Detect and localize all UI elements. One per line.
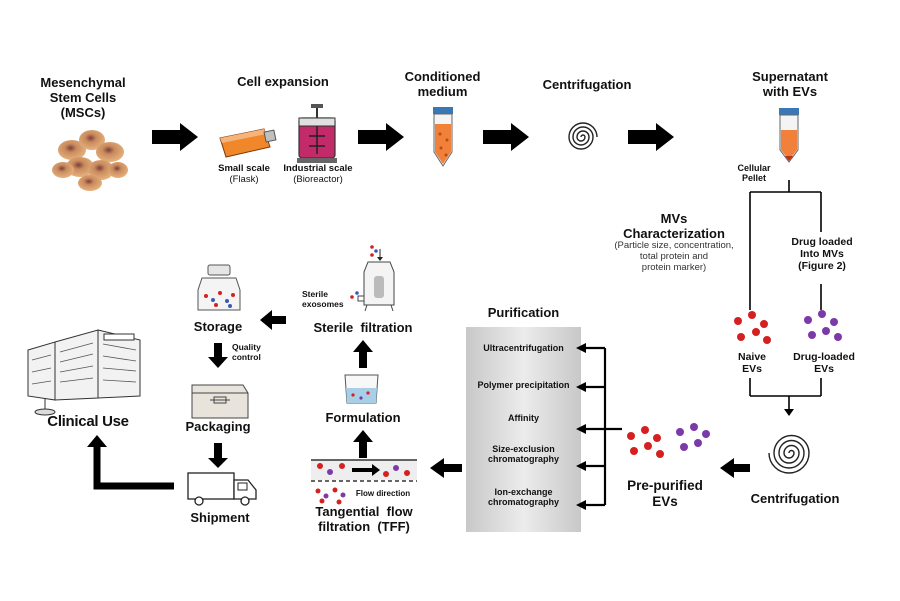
method-ion-exchange: Ion-exchange chromatography	[466, 487, 581, 508]
pellet-line2: Pellet	[741, 173, 766, 184]
flask-icon	[219, 128, 277, 158]
conditioned-line2: medium	[417, 83, 468, 99]
cellular-pellet-label: Cellular Pellet	[726, 163, 782, 184]
ion-exchange-line2: chromatography	[487, 497, 559, 508]
supernatant-label: Supernatant with EVs	[735, 69, 845, 100]
purification-title: Purification	[487, 305, 560, 320]
conditioned-medium-label: Conditioned medium	[395, 69, 490, 100]
size-exclusion-line2: chromatography	[487, 454, 559, 465]
flow-direction-label: Flow direction	[355, 489, 411, 498]
industrial-scale-text: Industrial scale	[283, 163, 353, 174]
msc-line1: Mesenchymal	[40, 75, 126, 90]
spiral-icon-top	[568, 122, 598, 150]
storage-label: Storage	[193, 319, 243, 334]
tff-line2: filtration (TFF)	[318, 518, 410, 534]
down-arrows	[208, 343, 228, 468]
truck-icon	[187, 472, 257, 506]
quality-line2: control	[232, 351, 261, 362]
supernatant-line2: with EVs	[762, 83, 818, 99]
prepurified-evs-icon	[627, 423, 710, 458]
centrifugation-top-label: Centrifugation	[542, 77, 632, 92]
packaging-label: Packaging	[185, 419, 251, 434]
small-scale-text: Small scale	[218, 163, 270, 174]
naive-evs-icon	[734, 311, 771, 344]
msc-line2: Stem Cells	[49, 89, 117, 105]
sterile-filtration-label: Sterile filtration	[313, 320, 413, 335]
shipment-label: Shipment	[190, 510, 250, 525]
naive-evs-label: Naive EVs	[724, 351, 780, 375]
drug-loaded-line2: Into MVs	[800, 248, 844, 261]
drugloaded-evs-line1: Drug-loaded	[793, 351, 855, 363]
quality-line1: Quality	[232, 342, 261, 352]
industrial-scale-sub: (Bioreactor)	[293, 173, 343, 185]
drug-loaded-line1: Drug loaded	[791, 236, 853, 248]
sterile-tag1: Sterile	[302, 289, 328, 299]
storage-bottle-icon	[197, 264, 241, 311]
method-affinity: Affinity	[508, 413, 539, 423]
clinical-use-label: Clinical Use	[47, 413, 129, 430]
sterile-tag2: exosomes	[302, 298, 344, 309]
characterization-line2: Characterization	[623, 225, 725, 241]
cell-expansion-title: Cell expansion	[237, 74, 329, 89]
method-size-exclusion: Size-exclusion chromatography	[466, 444, 581, 465]
supernatant-line1: Supernatant	[752, 69, 828, 84]
quality-control-label: Quality control	[232, 342, 282, 363]
characterization-desc1: (Particle size, concentration,	[614, 240, 734, 251]
bioreactor-icon	[297, 104, 337, 163]
sterile-vessel-icon	[350, 245, 395, 312]
split-bracket	[749, 180, 822, 410]
top-flow-arrows	[152, 123, 674, 151]
ion-exchange-line1: Ion-exchange	[494, 487, 553, 497]
drug-loaded-line3: (Figure 2)	[798, 260, 846, 273]
drug-loaded-evs-label: Drug-loaded EVs	[786, 351, 862, 375]
spiral-icon-bottom	[768, 434, 810, 474]
prepurified-line1: Pre-purified	[627, 478, 703, 493]
characterization-desc3: protein marker)	[641, 261, 707, 273]
centrifugation-bottom-label: Centrifugation	[750, 491, 840, 506]
small-scale-label: Small scale (Flask)	[212, 163, 276, 186]
characterization-line1: MVs	[660, 211, 688, 226]
naive-line2: EVs	[742, 363, 762, 376]
msc-label: Mesenchymal Stem Cells (MSCs)	[28, 75, 138, 121]
pellet-line1: Cellular	[737, 163, 771, 173]
tff-line1: Tangential flow	[315, 504, 413, 519]
tff-icon	[311, 459, 417, 505]
method-ultracentrifugation: Ultracentrifugation	[483, 343, 564, 353]
arrow-to-clinical	[87, 435, 174, 490]
prepurified-line2: EVs	[652, 493, 678, 509]
characterization-desc: (Particle size, concentration, total pro…	[601, 240, 747, 274]
drug-loaded-label: Drug loaded Into MVs (Figure 2)	[774, 236, 870, 272]
msc-cells-icon	[52, 130, 128, 191]
formulation-label: Formulation	[325, 410, 401, 425]
tube-icon	[433, 107, 453, 167]
arrow-to-prepurified	[720, 458, 750, 478]
sterile-exosomes-label: Sterile exosomes	[302, 289, 354, 310]
purification-panel	[466, 327, 581, 532]
industrial-scale-label: Industrial scale (Bioreactor)	[280, 163, 356, 186]
tff-label: Tangential flow filtration (TFF)	[298, 504, 430, 535]
packaging-box-icon	[191, 384, 249, 419]
characterization-title: MVs Characterization	[616, 211, 732, 242]
characterization-desc2: total protein and	[639, 250, 709, 262]
arrow-to-tff	[430, 458, 462, 478]
tube-pellet-icon	[779, 108, 799, 163]
hospital-icon	[27, 329, 141, 416]
drug-loaded-evs-icon	[804, 310, 842, 341]
drugloaded-evs-line2: EVs	[814, 363, 834, 376]
beaker-icon	[344, 374, 379, 404]
arrow-to-storage	[260, 310, 286, 330]
msc-line3: (MSCs)	[60, 104, 106, 120]
size-exclusion-line1: Size-exclusion	[492, 444, 555, 454]
prepurified-label: Pre-purified EVs	[615, 478, 715, 509]
purification-arrows	[576, 343, 622, 510]
method-polymer-precipitation: Polymer precipitation	[477, 380, 570, 390]
up-arrows	[353, 340, 373, 458]
small-scale-sub: (Flask)	[229, 173, 259, 185]
conditioned-line1: Conditioned	[404, 69, 481, 84]
naive-line1: Naive	[737, 351, 767, 363]
